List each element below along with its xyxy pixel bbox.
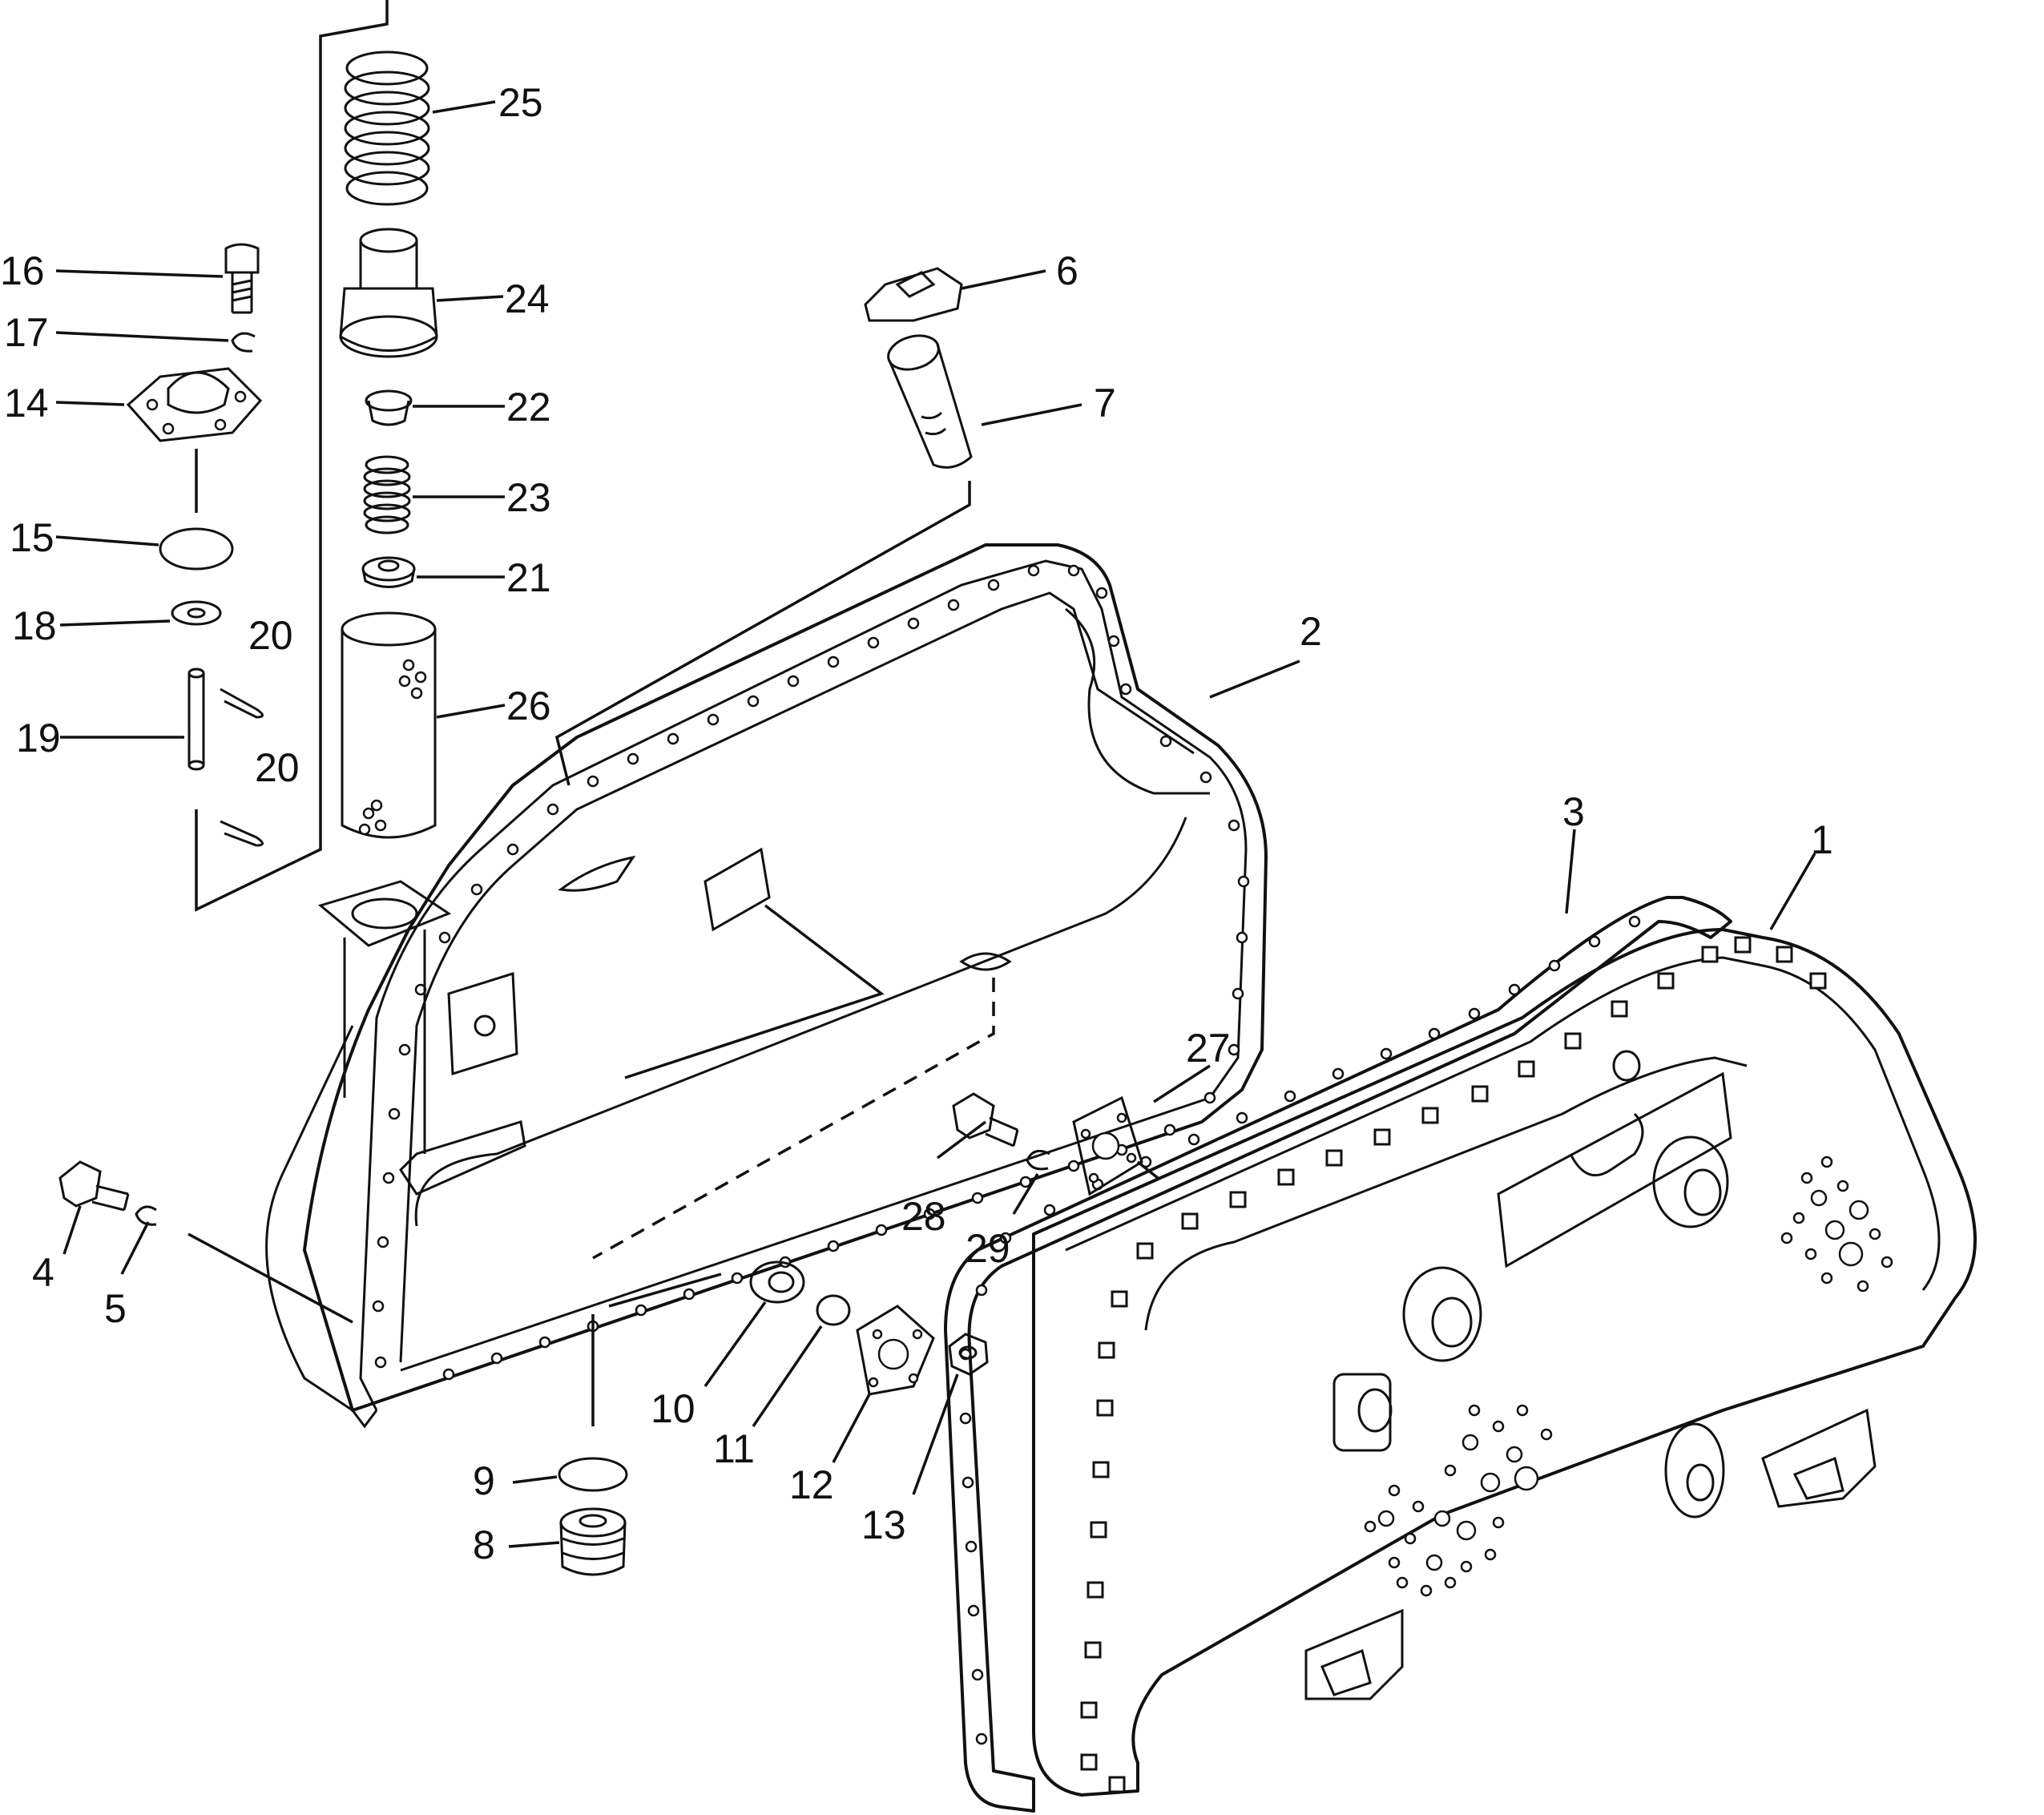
drain-dashed-line [592,978,995,1260]
part-25-spring [344,50,430,206]
callout-15: 15 [10,515,54,560]
callout-28: 28 [901,1194,946,1239]
tank-to-drain-line [591,1273,722,1426]
part-23-spring [363,455,411,534]
callout-13: 13 [861,1502,906,1547]
callout-19: 19 [16,716,61,760]
callout-27: 27 [1186,1026,1231,1071]
callout-8: 8 [473,1523,495,1567]
part-21-retainer [361,556,416,588]
callout-12: 12 [789,1462,834,1507]
part-4-bolt [58,1160,130,1212]
tank-bolt-holes [372,564,1250,1381]
part-14-cover [126,367,263,442]
callout-7: 7 [1094,381,1116,426]
part-13-nut [948,1333,989,1376]
callout-1: 1 [1811,817,1833,862]
leader-lines [55,100,1816,1548]
part-20-cotter-pin-b [220,820,264,847]
part-7-strainer [887,334,973,469]
callout-26: 26 [506,684,551,728]
part-8-plug [559,1507,627,1576]
cover-brackets [1304,1408,1877,1700]
callout-9: 9 [473,1458,495,1503]
cover-hole-pattern [1364,1156,1893,1597]
part-6-cap [864,267,963,322]
callout-21: 21 [506,555,551,600]
callout-5: 5 [104,1286,127,1331]
part-24-valve-body [339,228,438,358]
callout-29: 29 [966,1226,1010,1271]
part-10-seal [749,1260,805,1304]
callout-3: 3 [1562,789,1585,834]
part-29-washer [1026,1149,1050,1171]
part-22-seat [365,389,413,426]
cover-bolt-holes [1080,936,1827,1793]
valve-assembly-bracket-line [195,0,389,912]
callout-20a: 20 [248,613,293,658]
cover-bosses [1332,1050,1729,1519]
part-28-bolt [952,1092,1019,1147]
part-19-pin [187,668,205,771]
part-26-strainer [341,611,437,839]
part-17-washer [231,332,256,353]
fixture-to-tank-line [624,904,885,1079]
callout-16: 16 [0,248,45,293]
gasket-bolt-holes [959,915,1641,1745]
part-18-washer [171,600,222,626]
callout-17: 17 [4,310,49,355]
part-20-cotter-pin-a [220,688,264,719]
callout-10: 10 [651,1386,695,1431]
part-2-tank-body [265,543,1268,1429]
callout-4: 4 [32,1250,54,1295]
part-11-plug [816,1294,851,1326]
part-12-flange [856,1305,935,1396]
callout-14: 14 [4,381,49,426]
part-1-tank-cover [1032,928,1977,1797]
plate-to-cover-line [1136,1160,1159,1180]
strainer-to-tank-line [554,481,971,786]
part-3-gasket [944,896,1732,1813]
callout-24: 24 [505,276,550,321]
callout-22: 22 [506,385,551,430]
callout-25: 25 [498,80,543,125]
callout-labels: 1 2 3 4 5 6 7 8 9 10 11 12 13 14 15 16 1… [0,80,1833,1567]
callout-18: 18 [12,603,57,648]
callout-2: 2 [1300,609,1322,654]
callout-11: 11 [713,1426,755,1471]
callout-20b: 20 [255,745,300,790]
callout-23: 23 [506,475,551,520]
part-5-washer [135,1205,157,1226]
callout-6: 6 [1056,248,1078,293]
bolt-to-tank-line [187,1232,353,1324]
part-9-o-ring [558,1457,628,1492]
part-15-o-ring [159,527,234,571]
part-27-plate [1072,1095,1143,1196]
part-16-bolt [224,243,260,314]
